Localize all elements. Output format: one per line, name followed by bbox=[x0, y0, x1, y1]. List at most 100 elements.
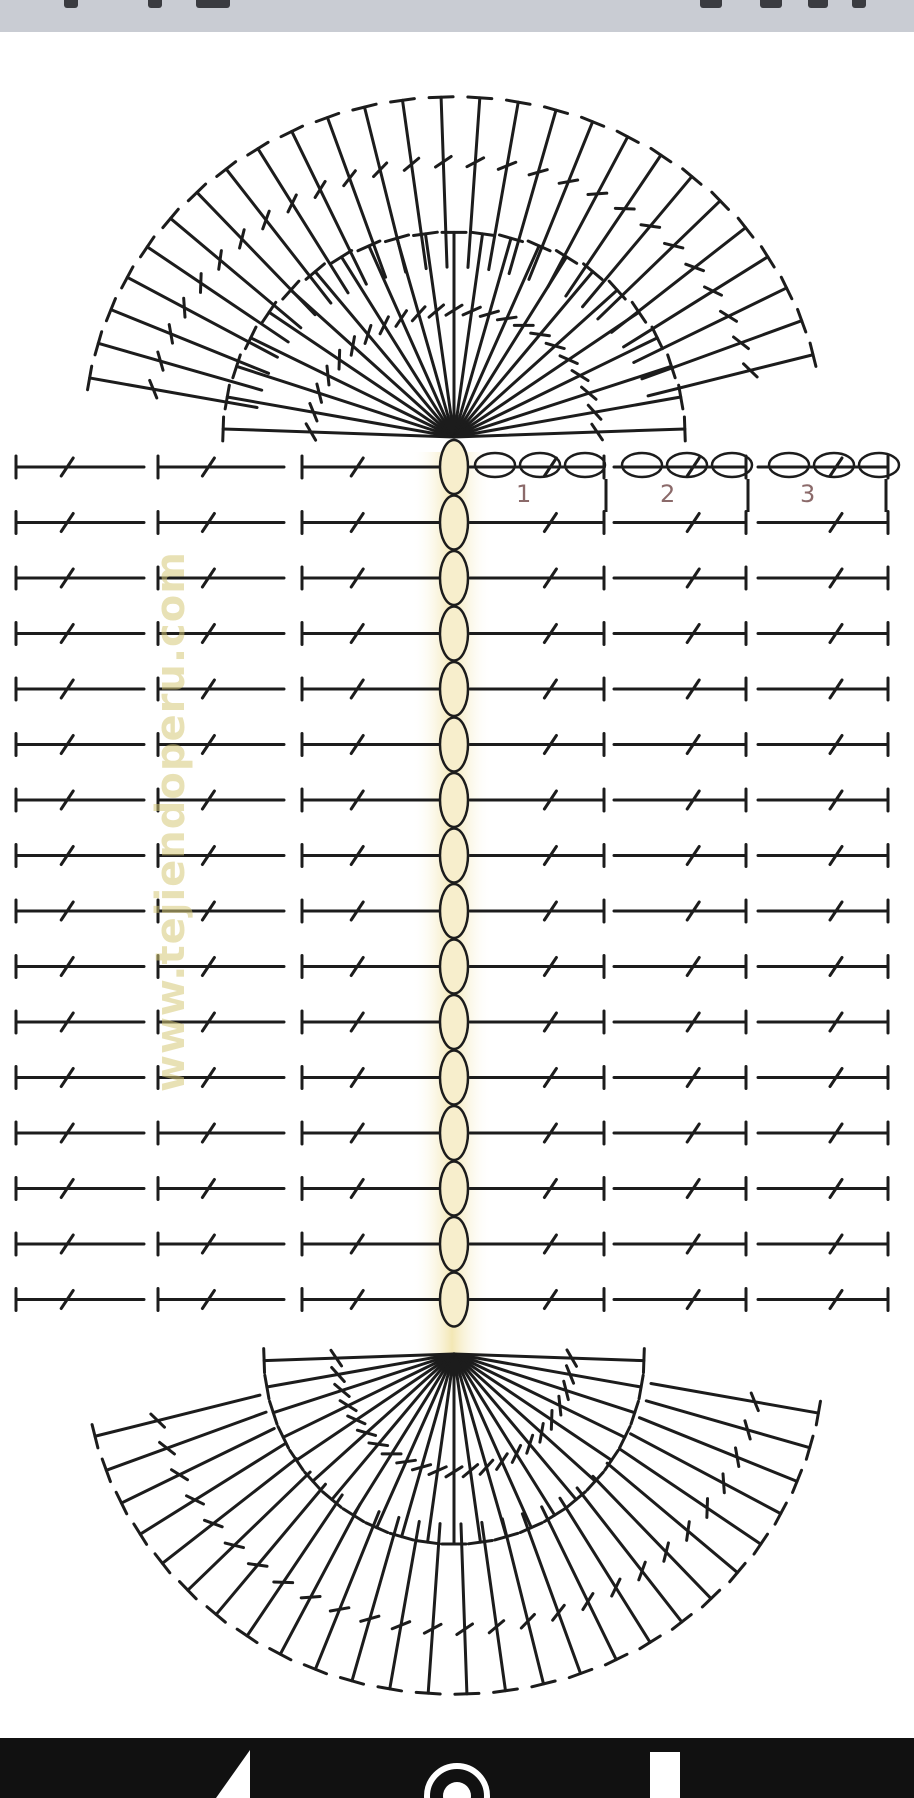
fan-stitch bbox=[376, 1519, 421, 1693]
fan-stitch bbox=[231, 353, 456, 439]
dc-stitch bbox=[14, 621, 146, 646]
nav-home-button[interactable] bbox=[402, 1738, 512, 1798]
dc-stitch bbox=[300, 954, 442, 979]
fan-stitch bbox=[281, 279, 456, 439]
fan-stitch bbox=[637, 1416, 804, 1494]
chain-stitch bbox=[438, 1049, 470, 1106]
fan-stitch bbox=[314, 111, 388, 279]
fan-stitch bbox=[268, 1502, 362, 1662]
fan-stitch bbox=[120, 265, 279, 359]
fan-stitch bbox=[221, 415, 456, 443]
crochet-stitch-diagram: 1 2 3 bbox=[14, 95, 901, 1696]
dc-stitch bbox=[14, 510, 146, 535]
fan-stitch bbox=[161, 207, 303, 330]
dc-stitch bbox=[612, 732, 748, 757]
dc-stitch bbox=[300, 621, 442, 646]
stitch-rows bbox=[14, 454, 890, 1312]
fan-stitch bbox=[452, 1352, 640, 1426]
chain-stitch bbox=[438, 1160, 470, 1217]
fan-stitch bbox=[487, 98, 532, 272]
fan-stitch bbox=[153, 1457, 298, 1575]
fan-stitch bbox=[646, 341, 818, 398]
fan-stitch bbox=[389, 97, 428, 271]
fan-stitch bbox=[100, 1410, 268, 1484]
notification-icon bbox=[196, 0, 230, 8]
turning-chain bbox=[665, 451, 709, 479]
dc-stitch bbox=[14, 843, 146, 868]
dc-stitch bbox=[14, 787, 146, 813]
dc-stitch bbox=[756, 565, 890, 591]
fan-stitch bbox=[452, 325, 665, 439]
chain-stitch bbox=[438, 716, 470, 773]
fan-stitch bbox=[629, 1432, 788, 1526]
fan-stitch bbox=[215, 160, 333, 305]
fan-stitch bbox=[205, 1482, 327, 1624]
status-bar bbox=[0, 0, 914, 32]
fan-stitch bbox=[649, 1382, 822, 1427]
dc-stitch bbox=[156, 1009, 286, 1035]
dc-stitch bbox=[14, 954, 146, 979]
dc-stitch bbox=[468, 1287, 606, 1312]
fan-stitch bbox=[644, 1399, 815, 1461]
dc-stitch bbox=[468, 787, 606, 813]
dc-stitch bbox=[756, 1287, 890, 1312]
signal-icon bbox=[64, 0, 78, 8]
fan-stitch bbox=[453, 1522, 481, 1696]
dc-stitch bbox=[14, 898, 146, 924]
battery-icon bbox=[808, 0, 828, 8]
fan-stitch bbox=[640, 307, 808, 381]
fan-stitch bbox=[452, 230, 496, 439]
dc-stitch bbox=[612, 510, 748, 535]
fan-stitch bbox=[276, 1352, 456, 1450]
dc-stitch bbox=[756, 676, 890, 702]
fan-stitch bbox=[321, 1352, 456, 1509]
round-label-3: 3 bbox=[800, 480, 815, 508]
dc-stitch bbox=[612, 1287, 748, 1312]
dc-stitch bbox=[14, 1120, 146, 1146]
dc-stitch bbox=[468, 1009, 606, 1035]
fan-stitch bbox=[452, 1352, 620, 1472]
fan-stitch bbox=[480, 1520, 519, 1694]
fan-stitch bbox=[465, 95, 494, 269]
fan-stitch bbox=[246, 140, 350, 295]
nav-back-button[interactable] bbox=[180, 1738, 290, 1798]
turning-chain bbox=[767, 451, 811, 479]
dc-stitch bbox=[14, 1231, 146, 1257]
fan-stitch bbox=[452, 1347, 646, 1375]
dc-stitch bbox=[14, 676, 146, 702]
fan-stitch bbox=[596, 190, 730, 321]
fan-stitch bbox=[235, 1493, 344, 1645]
dc-stitch bbox=[756, 1009, 890, 1035]
chain-stitch bbox=[438, 1271, 470, 1328]
chain-stitch bbox=[438, 494, 470, 551]
dc-stitch bbox=[156, 1287, 286, 1312]
dc-stitch bbox=[14, 565, 146, 591]
chain-stitch bbox=[438, 1215, 470, 1273]
chain-stitch bbox=[438, 771, 470, 829]
dc-stitch bbox=[756, 732, 890, 757]
round-label-2: 2 bbox=[660, 480, 675, 508]
dc-stitch bbox=[756, 898, 890, 924]
dc-stitch bbox=[300, 676, 442, 702]
fan-stitch bbox=[303, 1352, 456, 1492]
dc-stitch bbox=[156, 676, 286, 702]
battery-level-icon bbox=[852, 0, 866, 8]
dc-stitch bbox=[300, 454, 442, 480]
watermark-text: www.tejiendoperu.com bbox=[148, 551, 194, 1092]
round-label-1: 1 bbox=[516, 480, 531, 508]
dc-stitch bbox=[468, 1065, 606, 1090]
fan-stitch bbox=[427, 95, 455, 269]
fan-stitch bbox=[302, 1510, 381, 1676]
crochet-chart-image: 1 2 3 www.tejiendoperu.com bbox=[0, 32, 914, 1738]
dc-stitch bbox=[756, 954, 890, 979]
dc-stitch bbox=[612, 1231, 748, 1257]
dc-stitch bbox=[14, 732, 146, 757]
dc-stitch bbox=[756, 1065, 890, 1090]
fan-stitch bbox=[500, 1517, 557, 1689]
fan-stitch bbox=[329, 249, 456, 439]
home-circle-icon bbox=[424, 1763, 490, 1798]
stitch-fans bbox=[86, 95, 822, 1696]
nav-recent-apps-button[interactable] bbox=[620, 1738, 730, 1798]
dc-stitch bbox=[300, 1176, 442, 1201]
wifi-icon bbox=[760, 0, 782, 8]
